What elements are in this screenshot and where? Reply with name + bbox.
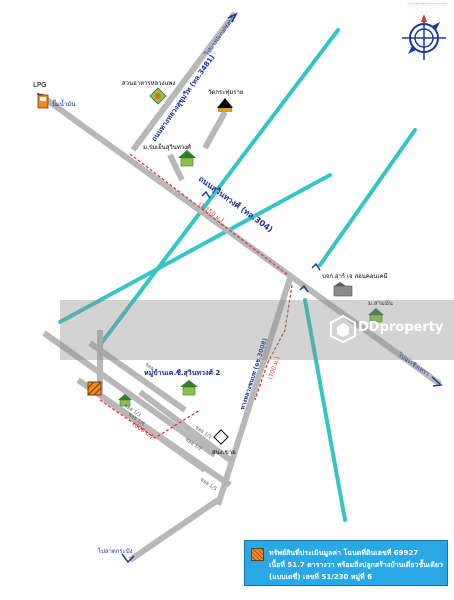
- road-3481: [130, 11, 238, 152]
- canal-2: [58, 173, 332, 324]
- arrow-icon: [201, 190, 211, 199]
- road-south-2: [88, 340, 187, 413]
- corner-tag: …….……….: [408, 0, 448, 6]
- village-b-label: ม.สามมัน: [368, 300, 393, 307]
- arrow-icon: [431, 376, 443, 387]
- company-label: บจก.อาร์ เจ สอนคอนเคมี: [322, 272, 388, 280]
- canal-1: [98, 28, 340, 347]
- house-icon: [118, 394, 132, 407]
- lpg-label: LPG: [33, 81, 47, 89]
- subject-swatch-icon: [251, 548, 264, 561]
- route-1150: [129, 153, 289, 276]
- subject-property-marker: [87, 381, 102, 396]
- arrow-icon: [121, 553, 135, 564]
- house-icon: [180, 380, 198, 396]
- arrow-icon: [227, 12, 238, 23]
- compass-icon: [402, 14, 446, 60]
- route-700: [254, 284, 293, 401]
- restaurant-label: สวนอาหารหลวงแพง: [122, 80, 175, 87]
- watermark-band: [60, 300, 454, 360]
- soi-f-label: ซอย 1/5: [199, 477, 218, 493]
- temple-label: วัดกระทุ่มราย: [208, 89, 243, 96]
- sales-office-marker: [213, 429, 229, 445]
- house-icon: [368, 308, 384, 323]
- lpg-station-icon: [37, 94, 49, 109]
- watermark-logo-icon: [330, 315, 356, 343]
- route-dashes: [99, 153, 293, 439]
- restaurant-icon: [149, 87, 167, 105]
- road-to-bangkok: [128, 497, 220, 563]
- legend-line-3: (แบบเดชี่) เลขที่ 51/230 หมู่ที่ 6: [269, 573, 372, 581]
- road-3008: [215, 277, 293, 506]
- road-lpg-link: [167, 153, 185, 182]
- village-a-label: ม.ร่มเย็นสุวินทวงศ์: [143, 142, 191, 151]
- route-600: [99, 399, 201, 439]
- road-south-1: [42, 330, 217, 458]
- to-chonburi-top-label: ไปบางปะกง/ชลบุรี: [203, 13, 238, 58]
- house-icon: [178, 150, 196, 167]
- road-south-6: [138, 389, 232, 463]
- legend-box: ทรัพย์สินที่ประเมินมูลค่า โฉนดที่ดินเลขท…: [244, 540, 448, 586]
- canal-3: [318, 128, 417, 267]
- road-temple-link: [202, 110, 228, 150]
- canals: [58, 28, 417, 522]
- office-label: สนง.ขาย: [212, 449, 236, 456]
- legend-line-2: เนื้อที่ 51.7 ตารางวา พร้อมสิ่งปลูกสร้าง…: [269, 561, 443, 569]
- village-main-label: หมู่บ้านเค.ซี.สุวินทวงศ์ 2: [144, 368, 220, 378]
- direction-arrows: [36, 12, 443, 564]
- road-304: [38, 92, 442, 387]
- lpg-sub-label: ปั๊มน้ำมัน: [52, 98, 75, 108]
- roads: [38, 11, 442, 563]
- legend-line-1: ทรัพย์สินที่ประเมินมูลค่า โฉนดที่ดินเลขท…: [269, 549, 419, 557]
- arrow-icon: [311, 262, 321, 271]
- temple-icon: [217, 98, 233, 112]
- arrow-icon: [299, 284, 309, 293]
- canal-4: [303, 298, 347, 522]
- to-bangkok-label: ไปลาดกระบัง: [97, 547, 133, 555]
- factory-icon: [333, 282, 353, 297]
- road-south-5: [98, 392, 207, 473]
- watermark-text: DDproperty: [358, 320, 444, 335]
